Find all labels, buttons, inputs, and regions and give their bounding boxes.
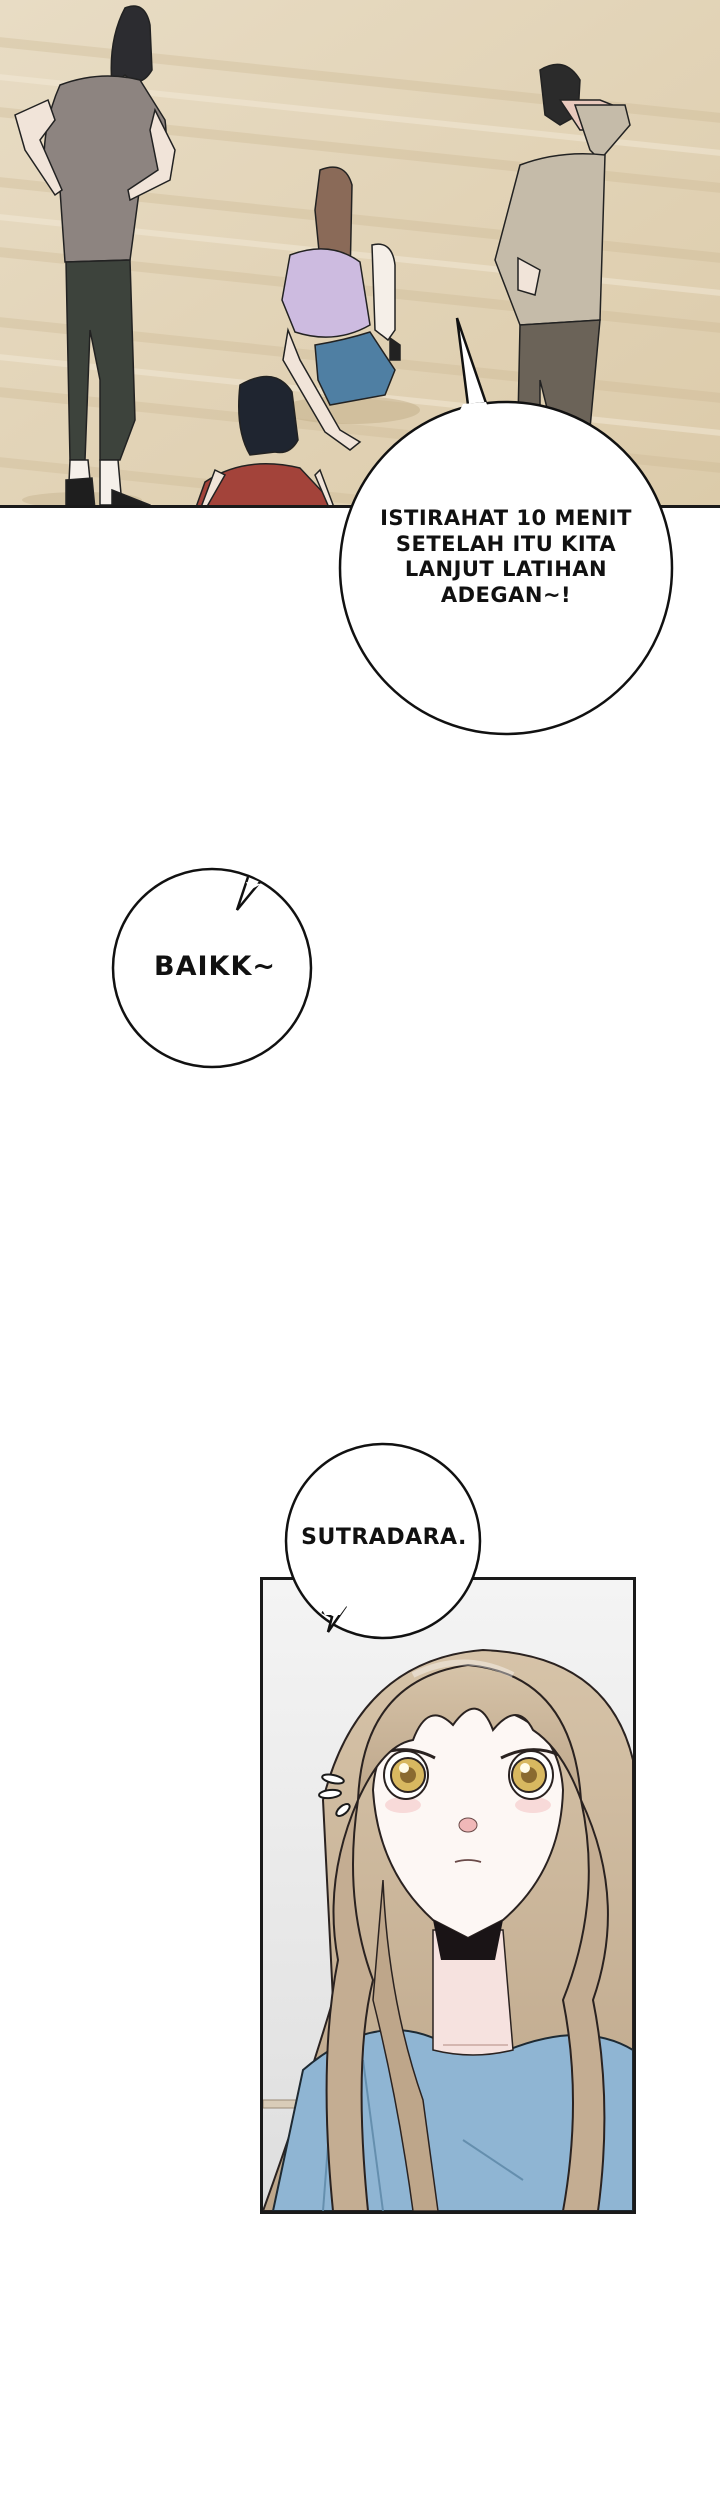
girl-closeup-illustration bbox=[263, 1580, 633, 2211]
speech-bubble-sutradara: SUTRADARA. bbox=[290, 1525, 478, 1552]
speech-bubble-baikk-shape bbox=[111, 867, 313, 1069]
bubble-line: BAIKK~ bbox=[154, 951, 276, 982]
character-man-red-shirt bbox=[195, 375, 334, 505]
speech-bubble-istirahat: ISTIRAHAT 10 MENIT SETELAH ITU KITA LANJ… bbox=[370, 506, 642, 608]
bubble-line: ISTIRAHAT 10 MENIT bbox=[380, 506, 632, 530]
speech-bubble-istirahat-shape bbox=[338, 317, 674, 736]
bubble-line: LANJUT LATIHAN bbox=[404, 557, 608, 582]
sweat-marks-icon bbox=[318, 1773, 351, 1817]
panel-girl-closeup bbox=[260, 1577, 636, 2214]
speech-bubble-baikk: BAIKK~ bbox=[140, 951, 290, 984]
character-seated-woman bbox=[280, 166, 420, 451]
character-tall-man bbox=[14, 5, 176, 505]
bubble-line: SUTRADARA. bbox=[301, 1525, 467, 1550]
bubble-line: ADEGAN~! bbox=[440, 582, 572, 607]
speech-bubble-sutradara-shape bbox=[284, 1442, 482, 1640]
eyes bbox=[377, 1748, 560, 1800]
bubble-line: SETELAH ITU KITA bbox=[395, 531, 617, 556]
